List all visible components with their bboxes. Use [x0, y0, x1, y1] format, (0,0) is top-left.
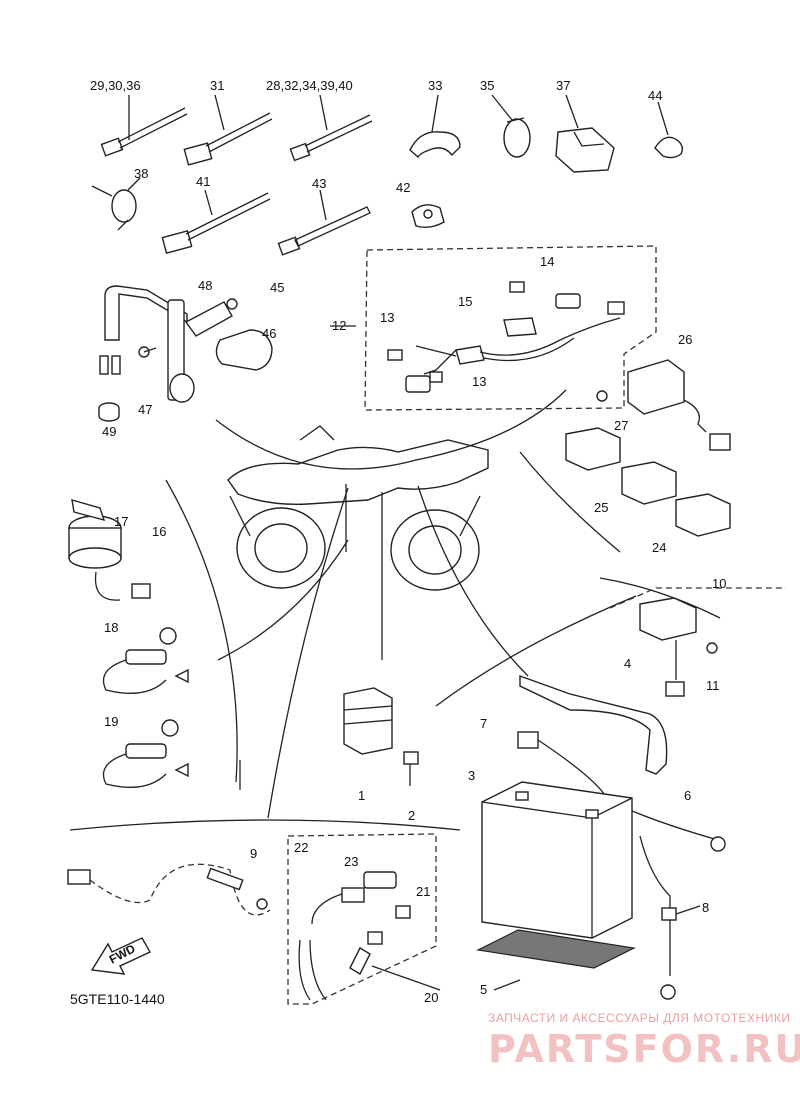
callout-label: 45 — [270, 280, 284, 295]
callout-label: 44 — [648, 88, 662, 103]
relay-box-10 — [609, 587, 786, 697]
clip-38 — [91, 177, 141, 231]
watermark-tagline: ЗАПЧАСТИ И АКСЕССУАРЫ ДЛЯ МОТОТЕХНИКИ — [488, 1011, 790, 1025]
callout-label: 19 — [104, 714, 118, 729]
clamp-42 — [411, 204, 445, 229]
callout-label: 33 — [428, 78, 442, 93]
cable-tie-31 — [183, 94, 273, 166]
callout-label: 22 — [294, 840, 308, 855]
cable-tie-29-30-36 — [100, 95, 188, 157]
watermark-brand-logo: PARTSFOR.RU — [488, 1027, 800, 1071]
callout-label: 11 — [706, 678, 720, 693]
cable-tie-41 — [161, 189, 271, 254]
callout-label: 24 — [652, 540, 666, 555]
callout-label: 5 — [480, 982, 487, 997]
parts-group-45-49 — [98, 285, 273, 422]
diagram-code: 5GTE110-1440 — [70, 991, 165, 1007]
guide-arc-top — [215, 389, 567, 470]
callout-label: 6 — [684, 788, 691, 803]
callout-label: 25 — [594, 500, 608, 515]
sensor-19 — [102, 719, 189, 788]
callout-label: 41 — [196, 174, 210, 189]
callout-label: 21 — [416, 884, 430, 899]
clamp-33 — [409, 94, 461, 159]
cable-tie-43 — [277, 189, 371, 256]
wire-9 — [67, 863, 271, 916]
callout-label: 29,30,36 — [90, 78, 141, 93]
callout-label: 16 — [152, 524, 166, 539]
guide-line-relay — [599, 577, 721, 619]
sensor-18 — [102, 627, 189, 694]
callout-label: 17 — [114, 514, 128, 529]
cable-tie-28-32-34-39-40 — [289, 94, 373, 162]
callout-label: 14 — [540, 254, 554, 269]
battery-pad-5 — [476, 929, 636, 969]
callout-label: 35 — [480, 78, 494, 93]
callout-label: 49 — [102, 424, 116, 439]
wire-harness-box-12 — [364, 245, 657, 411]
cable-8 — [639, 835, 677, 1000]
callout-label: 23 — [344, 854, 358, 869]
guide-arc-left — [165, 479, 238, 783]
bracket-4 — [517, 675, 726, 852]
clip-35 — [491, 94, 531, 158]
callout-label: 2 — [408, 808, 415, 823]
callout-label: 4 — [624, 656, 631, 671]
callout-label: 1 — [358, 788, 365, 803]
callout-label: 31 — [210, 78, 224, 93]
battery-3 — [481, 781, 633, 939]
guide-line-rectifier — [417, 485, 529, 677]
callout-label: 13 — [472, 374, 486, 389]
callout-label: 8 — [702, 900, 709, 915]
callout-label: 10 — [712, 576, 726, 591]
guide-line-switch — [217, 539, 349, 661]
leader-8 — [675, 905, 701, 915]
leader-20 — [371, 965, 441, 991]
callout-label: 27 — [614, 418, 628, 433]
callout-label: 43 — [312, 176, 326, 191]
callout-label: 26 — [678, 332, 692, 347]
callout-label: 18 — [104, 620, 118, 635]
guide-line-lower-left — [267, 487, 349, 819]
clamp-44 — [654, 101, 684, 159]
callout-label: 15 — [458, 294, 472, 309]
callout-label: 47 — [138, 402, 152, 417]
leader-5 — [493, 979, 521, 991]
callout-label: 9 — [250, 846, 257, 861]
part-26 — [596, 359, 731, 451]
callout-label: 3 — [468, 768, 475, 783]
rectifier-1 — [343, 687, 419, 786]
callout-label: 46 — [262, 326, 276, 341]
harness-box-20 — [287, 833, 437, 1005]
callout-label: 38 — [134, 166, 148, 181]
relay-24 — [621, 461, 731, 537]
callout-label: 20 — [424, 990, 438, 1005]
guide-line-battery — [435, 595, 637, 707]
fwd-arrow-icon — [90, 937, 151, 975]
guide-arc-right — [519, 451, 621, 553]
relay-25 — [565, 427, 621, 471]
callout-label: 48 — [198, 278, 212, 293]
holder-37 — [555, 94, 615, 173]
atv-silhouette — [227, 425, 489, 591]
callout-label: 42 — [396, 180, 410, 195]
callout-label: 7 — [480, 716, 487, 731]
callout-label: 37 — [556, 78, 570, 93]
callout-label: 28,32,34,39,40 — [266, 78, 353, 93]
callout-label: 13 — [380, 310, 394, 325]
main-switch-16 — [68, 499, 151, 601]
guide-line-bottom — [69, 819, 461, 831]
